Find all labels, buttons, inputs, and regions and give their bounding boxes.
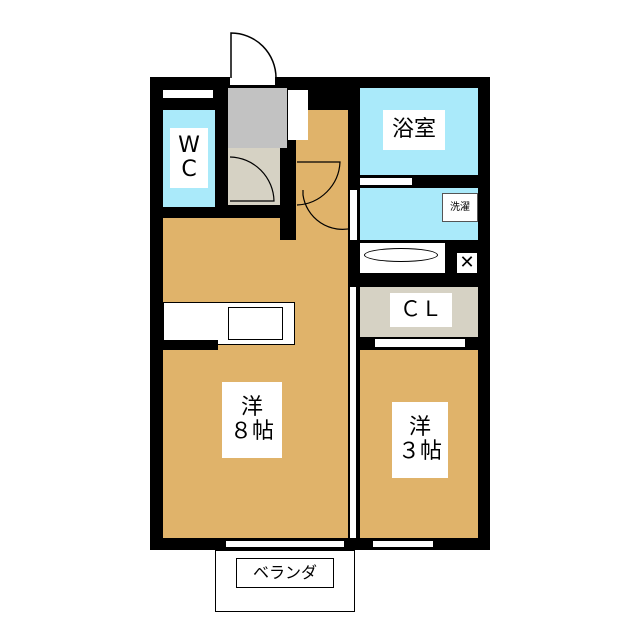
laundry-label: 洗濯 [442,193,478,222]
western-3-label-line1: 洋 [408,414,431,440]
western-8-label-line2: ８帖 [229,419,274,444]
sliding-partition [349,287,357,538]
balcony-label: ベランダ [236,558,334,588]
western-8-label-line1: 洋 [240,394,263,420]
bath-door [360,178,412,185]
room-western-8 [163,218,348,538]
western-8-label: 洋 ８帖 [222,382,282,458]
door-swing-icon [229,156,275,202]
bathroom-label: 浴室 [383,110,445,150]
balcony [215,550,355,612]
kitchen-sink [228,307,283,340]
wc-label: W C [170,128,208,188]
window [225,540,345,548]
entrance [228,88,287,148]
hall-door [350,190,357,240]
wc-label-line1: W [178,132,200,158]
washbasin-bowl [364,248,438,262]
wall [280,140,296,240]
closet-label: ＣＬ [390,293,452,327]
door-swing-icon [296,161,354,230]
window [372,540,434,548]
front-door-frame [230,77,275,85]
closet-door [375,339,465,347]
door-swing-icon [230,32,277,79]
western-3-label: 洋 ３帖 [392,402,448,478]
storage-shelf [288,90,308,140]
western-3-label-line2: ３帖 [397,439,442,464]
vent-x-icon: ✕ [456,252,478,274]
wc-label-line2: C [181,157,197,182]
wall [163,340,218,350]
wc-window [163,90,213,98]
